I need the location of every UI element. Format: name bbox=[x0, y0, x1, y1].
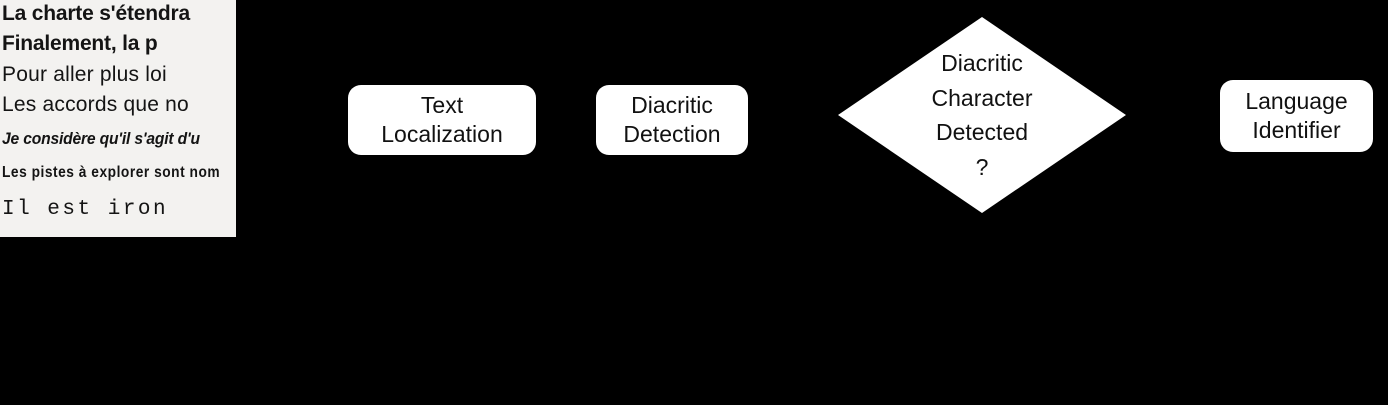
node-diacritic-detection-line-1: Diacritic bbox=[631, 91, 713, 118]
node-decision-line-2: Character bbox=[931, 84, 1033, 111]
node-language-identifier-line-1: Language bbox=[1245, 87, 1348, 114]
node-language-identifier[interactable]: Language Identifier bbox=[1220, 80, 1373, 152]
node-decision-diacritic-character-detected[interactable]: Diacritic Character Detected ? bbox=[838, 17, 1126, 213]
node-decision-line-4: ? bbox=[975, 153, 989, 180]
sample-text-line-3: Pour aller plus loi bbox=[2, 63, 167, 86]
node-text-localization-line-2: Localization bbox=[381, 121, 503, 147]
french-text-sample-image: La charte s'étendra Finalement, la p Pou… bbox=[0, 0, 236, 237]
sample-text-line-7: Il est iron bbox=[2, 198, 169, 221]
sample-text-line-1: La charte s'étendra bbox=[2, 2, 190, 25]
sample-text-line-2: Finalement, la p bbox=[2, 32, 158, 55]
node-diacritic-detection-line-2: Detection bbox=[623, 121, 721, 147]
node-decision-line-1: Diacritic bbox=[941, 50, 1023, 76]
node-text-localization-line-1: Text bbox=[420, 91, 464, 118]
node-text-localization[interactable]: Text Localization bbox=[348, 85, 536, 155]
node-diacritic-detection[interactable]: Diacritic Detection bbox=[596, 85, 748, 155]
node-language-identifier-line-2: Identifier bbox=[1252, 117, 1341, 143]
sample-text-line-6: Les pistes à explorer sont nom bbox=[2, 164, 221, 181]
node-decision-line-3: Detected bbox=[935, 119, 1029, 145]
sample-text-line-5: Je considère qu'il s'agit d'u bbox=[2, 129, 200, 148]
node-decision-label: Diacritic Character Detected ? bbox=[838, 17, 1126, 213]
sample-text-line-4: Les accords que no bbox=[2, 93, 189, 116]
